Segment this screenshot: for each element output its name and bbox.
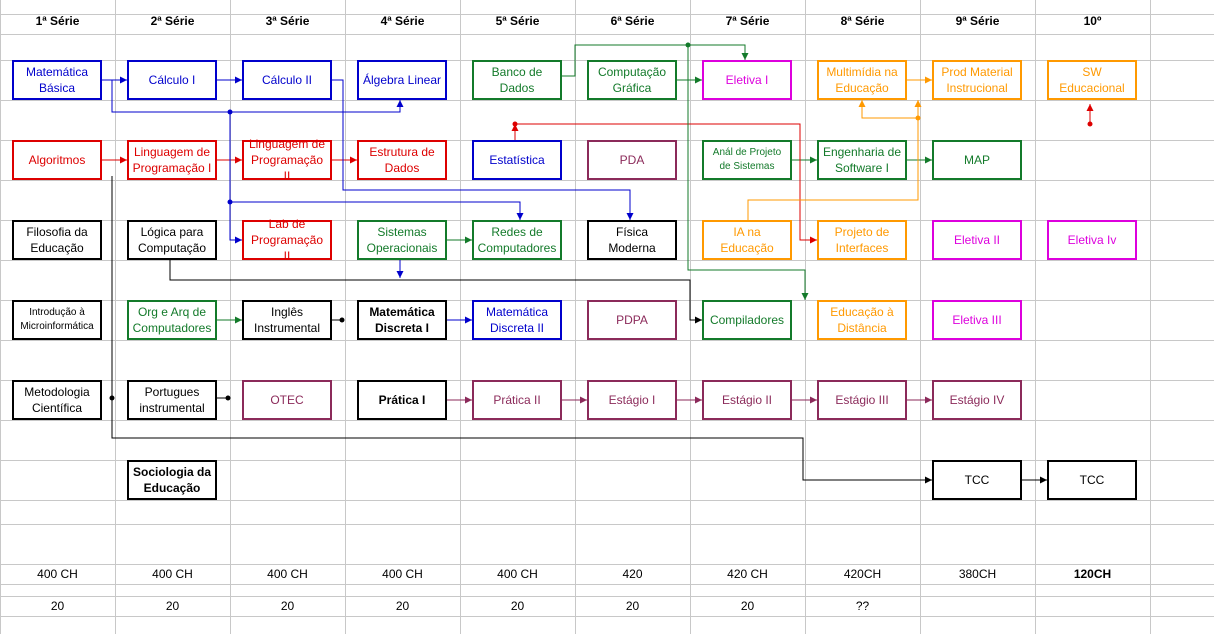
course-metodologia: Metodologia Científica: [12, 380, 102, 420]
course-pratica-1: Prática I: [357, 380, 447, 420]
course-algoritmos: Algoritmos: [12, 140, 102, 180]
course-projeto-interfaces: Projeto de Interfaces: [817, 220, 907, 260]
course-eletiva-2: Eletiva II: [932, 220, 1022, 260]
course-estrutura-dados: Estrutura de Dados: [357, 140, 447, 180]
count-cell: 20: [740, 599, 755, 613]
course-map: MAP: [932, 140, 1022, 180]
hours-cell: 120CH: [1073, 567, 1112, 581]
course-logica: Lógica para Computação: [127, 220, 217, 260]
hours-cell: 380CH: [958, 567, 997, 581]
column-header: 10º: [1083, 14, 1102, 28]
column-header: 7ª Série: [725, 14, 770, 28]
column-header: 5ª Série: [495, 14, 540, 28]
course-intro-micro: Introdução à Microinformática: [12, 300, 102, 340]
count-cell: [1035, 597, 1150, 615]
hours-cell: 400 CH: [37, 567, 78, 581]
course-compiladores: Compiladores: [702, 300, 792, 340]
column-header: 1ª Série: [35, 14, 80, 28]
course-tcc-2: TCC: [1047, 460, 1137, 500]
count-cell: 20: [395, 599, 410, 613]
course-otec: OTEC: [242, 380, 332, 420]
column-header: 8ª Série: [840, 14, 885, 28]
course-calculo-1: Cálculo I: [127, 60, 217, 100]
connector: [515, 123, 817, 244]
count-cell: 20: [280, 599, 295, 613]
hours-cell: 400 CH: [382, 567, 423, 581]
count-cell: 20: [510, 599, 525, 613]
connector: [230, 201, 524, 220]
connector: [687, 45, 809, 300]
course-pda: PDA: [587, 140, 677, 180]
hours-cell: 400 CH: [497, 567, 538, 581]
course-mat-basica: Matemática Básica: [12, 60, 102, 100]
count-cell: 20: [625, 599, 640, 613]
count-cell: ??: [855, 599, 870, 613]
junction-dot: [225, 395, 231, 401]
course-anal-projeto: Anál de Projeto de Sistemas: [702, 140, 792, 180]
course-filosofia: Filosofia da Educação: [12, 220, 102, 260]
junction-dot: [227, 109, 233, 115]
course-calculo-2: Cálculo II: [242, 60, 332, 100]
course-multimidia: Multimídia na Educação: [817, 60, 907, 100]
column-header: 6ª Série: [610, 14, 655, 28]
connector: [111, 176, 932, 484]
junction-dot: [227, 199, 233, 205]
course-estagio-1: Estágio I: [587, 380, 677, 420]
connector: [169, 260, 702, 324]
connector: [332, 79, 634, 220]
column-header: 9ª Série: [955, 14, 1000, 28]
course-algebra-linear: Álgebra Linear: [357, 60, 447, 100]
course-sw-educacional: SW Educacional: [1047, 60, 1137, 100]
course-ling-prog-1: Linguagem de Programação I: [127, 140, 217, 180]
course-estagio-2: Estágio II: [702, 380, 792, 420]
course-redes: Redes de Computadores: [472, 220, 562, 260]
column-header: 4ª Série: [380, 14, 425, 28]
course-estagio-4: Estágio IV: [932, 380, 1022, 420]
course-eletiva-4: Eletiva Iv: [1047, 220, 1137, 260]
connector: [111, 80, 404, 113]
course-estagio-3: Estágio III: [817, 380, 907, 420]
column-header: 2ª Série: [150, 14, 195, 28]
column-header: 3ª Série: [265, 14, 310, 28]
hours-cell: 400 CH: [267, 567, 308, 581]
course-lab-prog: Lab de Programação II: [242, 217, 332, 263]
connector: [562, 44, 749, 77]
count-cell: [920, 597, 1035, 615]
course-ead: Educação à Distância: [817, 300, 907, 340]
course-mat-discreta-1: Matemática Discreta I: [357, 300, 447, 340]
course-computacao-grafica: Computação Gráfica: [587, 60, 677, 100]
course-ingles: Inglês Instrumental: [242, 300, 332, 340]
course-pdpa: PDPA: [587, 300, 677, 340]
course-estatistica: Estatística: [472, 140, 562, 180]
course-eletiva-1: Eletiva I: [702, 60, 792, 100]
course-eng-software: Engenharia de Software I: [817, 140, 907, 180]
connector: [747, 118, 919, 220]
course-banco-dados: Banco de Dados: [472, 60, 562, 100]
hours-cell: 420 CH: [727, 567, 768, 581]
course-mat-discreta-2: Matemática Discreta II: [472, 300, 562, 340]
junction-dot: [512, 121, 518, 127]
hours-cell: 420: [622, 567, 643, 581]
course-prod-material: Prod Material Instrucional: [932, 60, 1022, 100]
course-portugues: Portugues instrumental: [127, 380, 217, 420]
course-sist-operacionais: Sistemas Operacionais: [357, 220, 447, 260]
junction-dot: [339, 317, 345, 323]
course-sociologia: Sociologia da Educação: [127, 460, 217, 500]
course-ia-educacao: IA na Educação: [702, 220, 792, 260]
course-pratica-2: Prática II: [472, 380, 562, 420]
course-fisica-moderna: Física Moderna: [587, 220, 677, 260]
course-eletiva-3: Eletiva III: [932, 300, 1022, 340]
count-cell: 20: [50, 599, 65, 613]
hours-cell: 420CH: [843, 567, 882, 581]
connector: [229, 112, 242, 244]
course-ling-prog-2: Linguagem de Programação II: [242, 137, 332, 183]
course-tcc-1: TCC: [932, 460, 1022, 500]
connector: [858, 100, 918, 119]
count-cell: 20: [165, 599, 180, 613]
course-org-arq: Org e Arq de Computadores: [127, 300, 217, 340]
hours-cell: 400 CH: [152, 567, 193, 581]
